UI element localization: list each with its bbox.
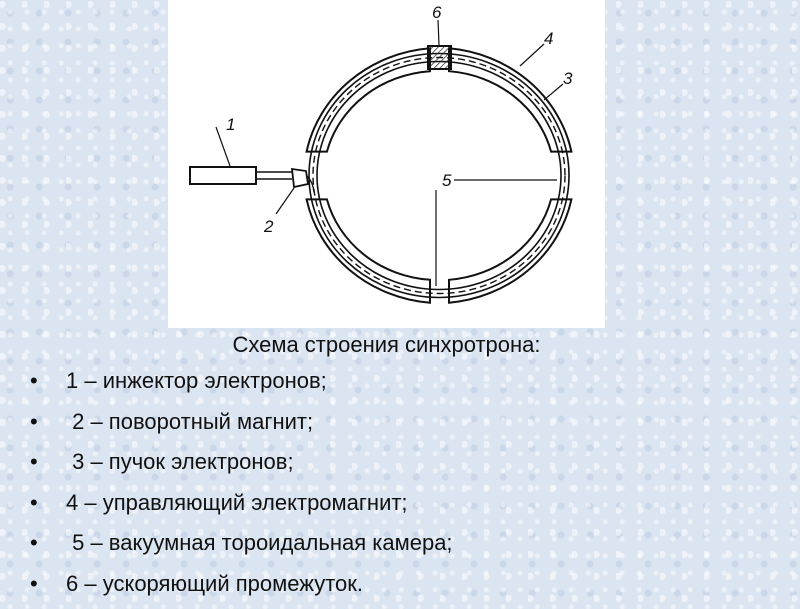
legend-item: •6 – ускоряющий промежуток. [30,569,453,609]
leader-lines [216,20,563,286]
bullet-icon: • [30,407,66,437]
label-1: 1 [226,115,235,134]
legend-item: •1 – инжектор электронов; [30,366,453,407]
vacuum-chamber [309,54,569,298]
bullet-icon: • [30,488,66,518]
legend-item-text: 5 – вакуумная тороидальная камера; [66,530,453,555]
synchrotron-diagram: 6 4 3 1 2 5 [168,0,605,328]
diagram-caption: Схема строения синхротрона: [168,330,605,360]
legend-item: •4 – управляющий электромагнит; [30,488,453,529]
legend-list: •1 – инжектор электронов; • 2 – поворотн… [30,366,453,609]
turning-magnet [292,169,308,187]
synchrotron-svg: 6 4 3 1 2 5 [168,0,605,328]
legend-item-text: 6 – ускоряющий промежуток. [66,571,363,596]
accelerating-gap [428,46,451,69]
legend-item: • 5 – вакуумная тороидальная камера; [30,528,453,569]
bullet-icon: • [30,569,66,599]
bullet-icon: • [30,528,66,558]
electron-beam-path [313,58,565,294]
label-4: 4 [544,29,553,48]
bullet-icon: • [30,447,66,477]
legend-item-text: 2 – поворотный магнит; [66,409,313,434]
label-3: 3 [563,69,573,88]
injector-tube [256,172,292,179]
legend-item-text: 4 – управляющий электромагнит; [66,490,408,515]
legend-item: • 2 – поворотный магнит; [30,407,453,448]
bullet-icon: • [30,366,66,396]
label-6: 6 [432,3,442,22]
legend-item-text: 3 – пучок электронов; [66,449,294,474]
electromagnet-sectors [307,48,572,302]
label-5: 5 [442,171,452,190]
legend-item: • 3 – пучок электронов; [30,447,453,488]
label-2: 2 [263,217,274,236]
legend-item-text: 1 – инжектор электронов; [66,368,327,393]
injector-body [190,167,256,184]
